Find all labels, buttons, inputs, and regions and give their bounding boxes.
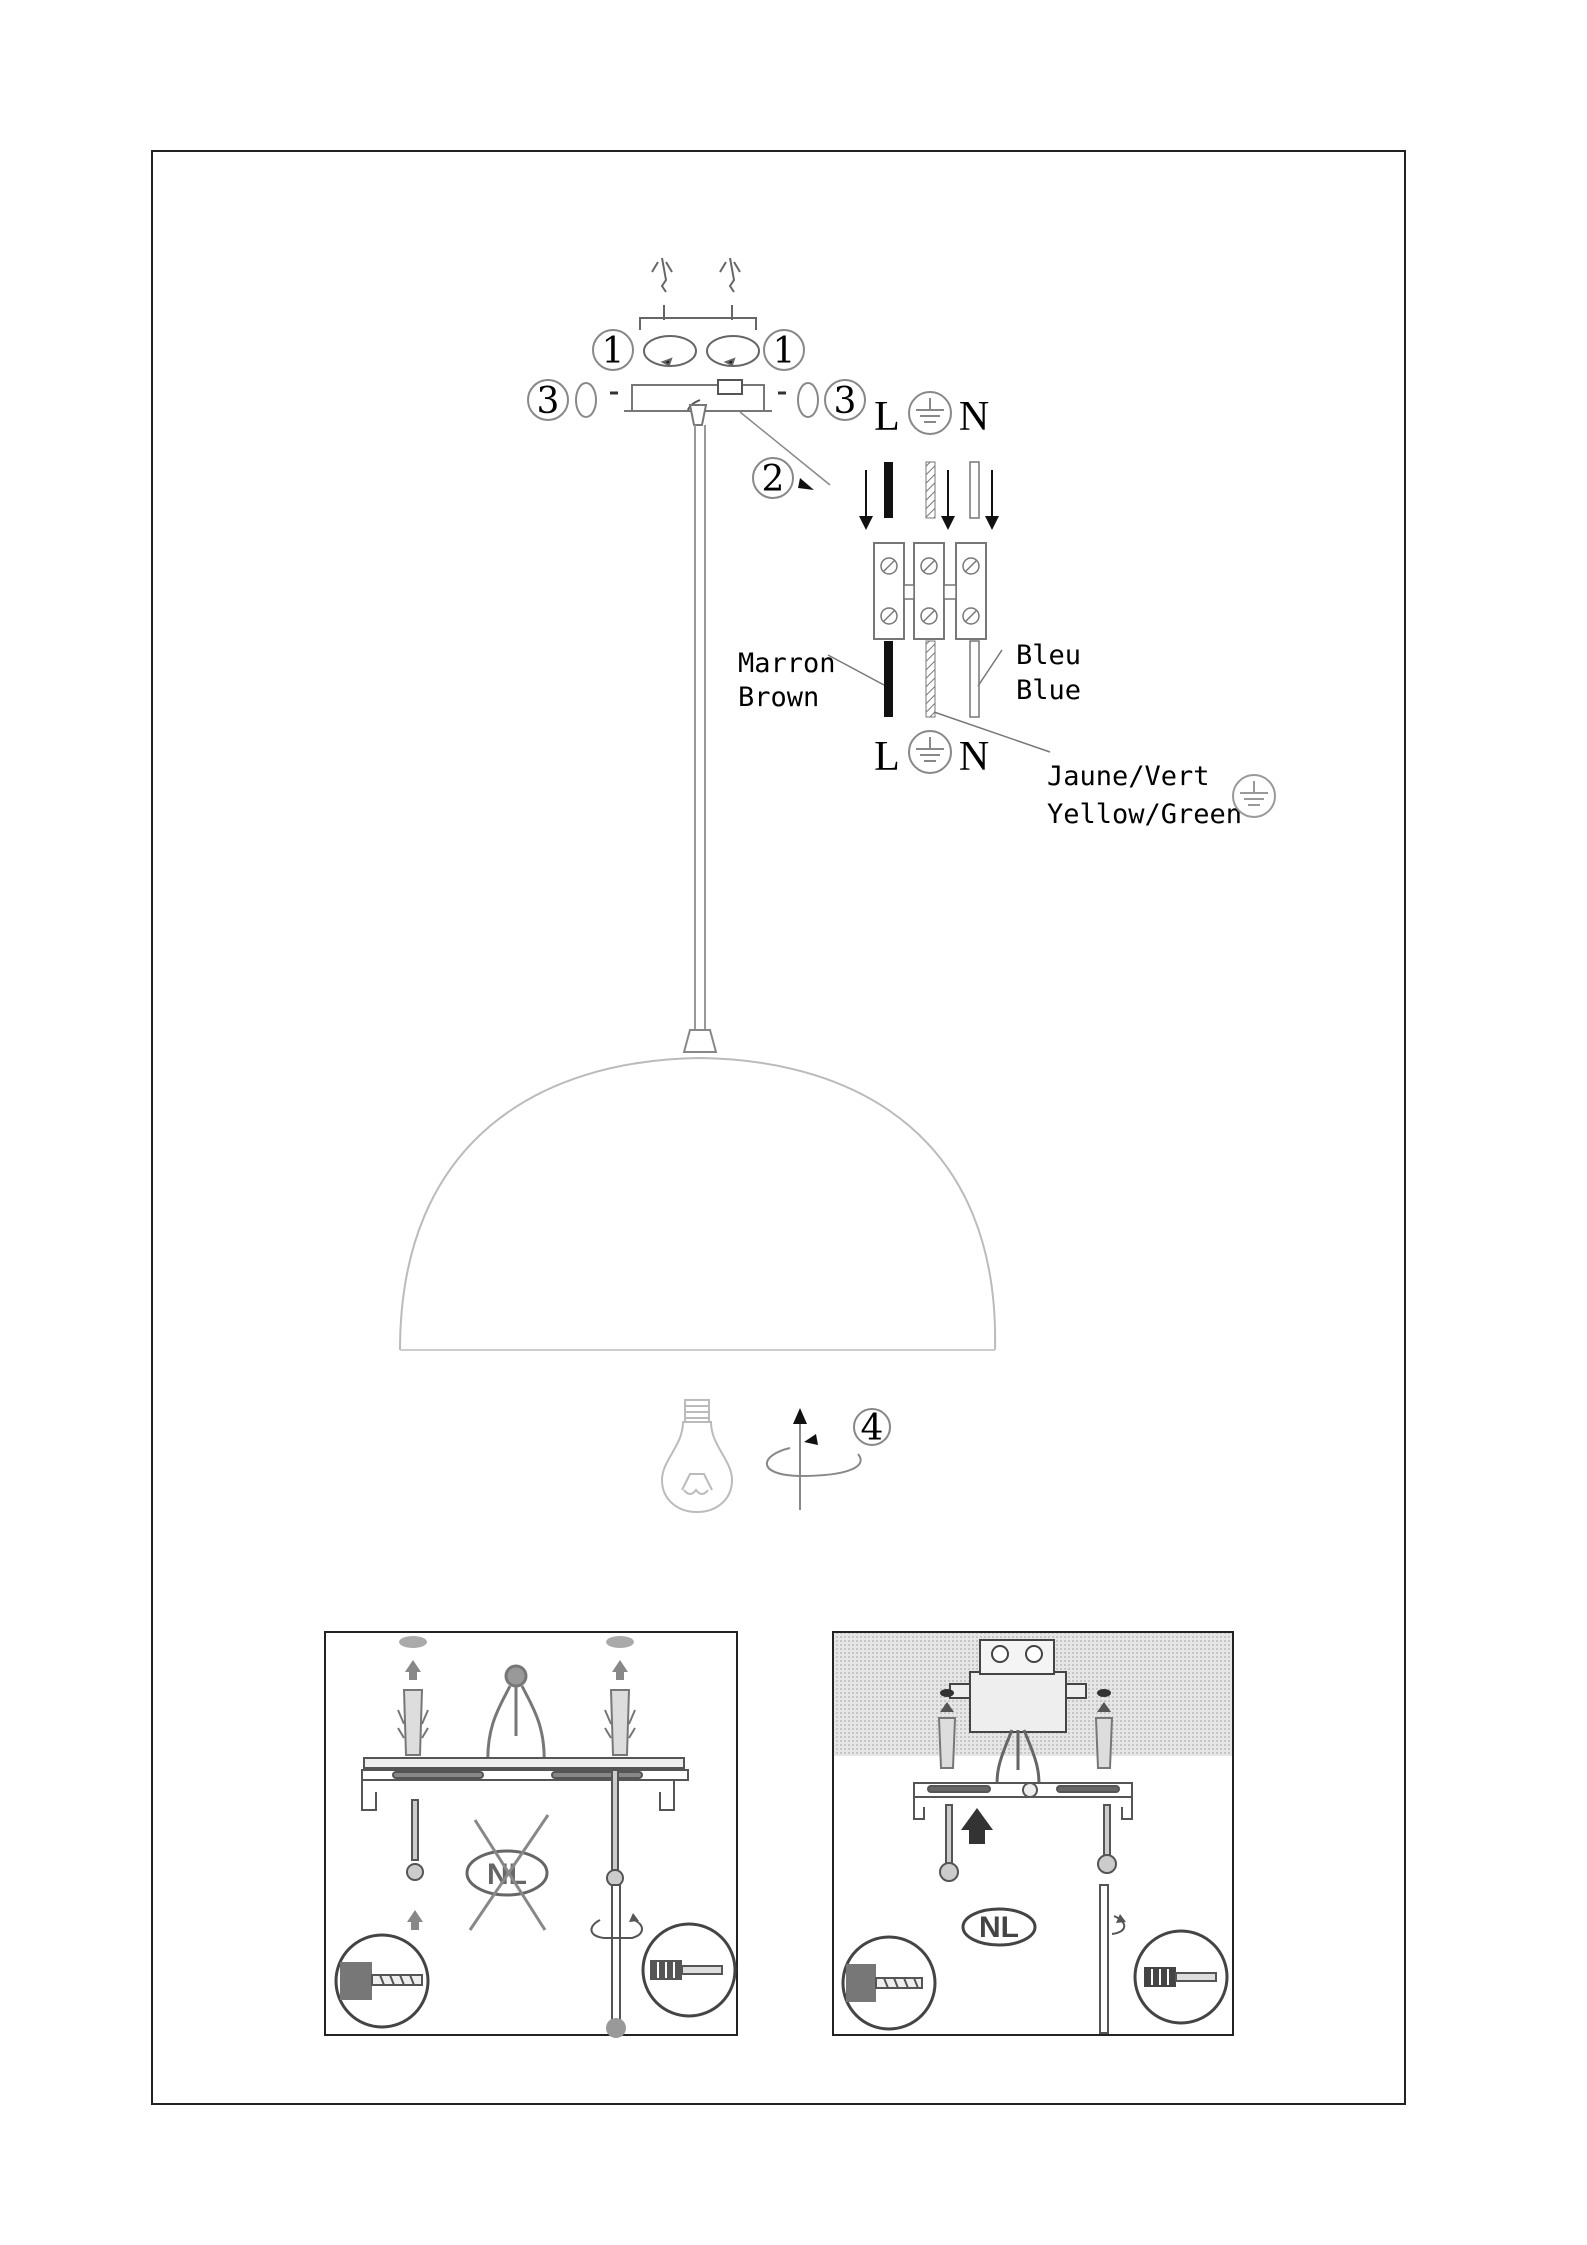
svg-text:2: 2 [762, 459, 785, 500]
terminal-bottom-live: L [874, 734, 900, 780]
light-bulb-icon [662, 1400, 732, 1512]
rotate-arrow-icon [644, 336, 759, 366]
step-2: 2 [740, 412, 830, 500]
drill-icon [843, 1937, 935, 2029]
screwdriver-icon [1135, 1931, 1227, 2023]
step-4: 4 [854, 1408, 890, 1449]
step-1-right: 1 [764, 330, 804, 372]
screw-anchor-icon [652, 258, 740, 320]
terminal-bottom-neutral: N [959, 734, 989, 780]
rotate-arrow-icon [767, 1408, 861, 1510]
step-1-left: 1 [593, 330, 633, 372]
svg-text:1: 1 [773, 331, 796, 372]
terminal-top-live: L [874, 394, 900, 440]
label-blue-en: Blue [1016, 675, 1081, 706]
label-brown-en: Brown [738, 682, 819, 713]
label-earth-en: Yellow/Green [1047, 799, 1242, 830]
terminal-wiring: L N [828, 392, 1050, 780]
pendant-cable [684, 425, 716, 1052]
label-earth-fr: Jaune/Vert [1047, 761, 1210, 792]
svg-text:3: 3 [834, 381, 857, 422]
screwdriver-icon [643, 1924, 735, 2016]
dome-shade [400, 1058, 995, 1350]
label-brown-fr: Marron [738, 648, 836, 679]
step-3-left: 3 [528, 380, 618, 422]
svg-text:1: 1 [602, 331, 625, 372]
svg-text:4: 4 [861, 1408, 884, 1449]
svg-text:3: 3 [537, 381, 560, 422]
label-blue-fr: Bleu [1016, 640, 1081, 671]
earth-symbol-icon [909, 731, 951, 773]
right-mounting-panel: NL [833, 1632, 1233, 2035]
step-3-right: 3 [778, 380, 865, 422]
earth-symbol-icon [909, 392, 951, 434]
drill-icon [336, 1935, 428, 2027]
terminal-top-neutral: N [959, 394, 989, 440]
svg-text:NL: NL [979, 1911, 1019, 1944]
ceiling-fixing: 1 1 3 3 [528, 258, 865, 425]
earth-symbol-icon [1233, 775, 1275, 817]
nl-badge: NL [963, 1909, 1035, 1945]
left-mounting-panel: NL [325, 1632, 737, 2038]
canopy [624, 380, 772, 425]
